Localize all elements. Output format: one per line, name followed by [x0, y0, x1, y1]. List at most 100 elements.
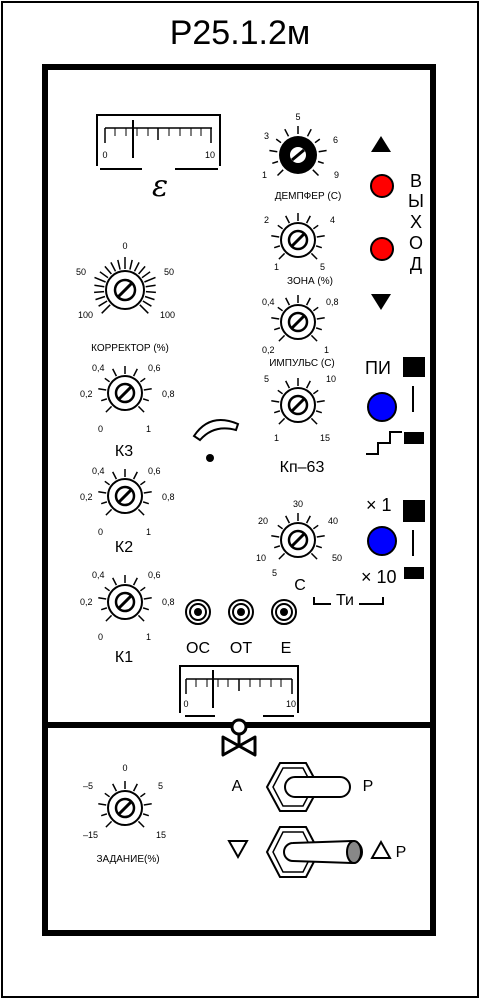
ti-knob-tick-mark — [312, 524, 319, 530]
k3-tick-06: 0,6 — [148, 363, 161, 373]
k1-tick-04: 0,4 — [92, 570, 105, 580]
damper-label: ДЕМПФЕР (С) — [275, 191, 342, 202]
upper-indicator-min: 0 — [102, 150, 107, 160]
k2-knob-tick-mark — [104, 480, 111, 486]
mode-pi-indicator — [403, 357, 425, 377]
manual-mode-label: Р — [363, 778, 374, 795]
k2-knob[interactable] — [98, 469, 152, 516]
k3-knob[interactable] — [98, 366, 152, 413]
step-function-icon — [366, 431, 402, 455]
damper-tick-1: 1 — [262, 170, 267, 180]
auto-manual-toggle[interactable] — [265, 762, 351, 812]
impulse-knob-ticks — [271, 295, 325, 342]
impulse-knob-tick-mark — [271, 317, 280, 320]
zone-knob-tick-mark — [316, 235, 325, 238]
range-x10-indicator — [404, 567, 424, 579]
k1-label: К1 — [115, 649, 133, 666]
socket-ot[interactable] — [228, 599, 254, 625]
kp-knob-tick-mark — [310, 417, 318, 425]
manual-adjust-toggle[interactable] — [265, 826, 363, 878]
impulse-tick-02: 0,2 — [262, 345, 275, 355]
kp-knob-tick-mark — [285, 380, 291, 389]
setpoint-knob-tick-mark — [137, 820, 145, 828]
k1-knob-tick-mark — [142, 607, 150, 611]
setpoint-knob-tick-mark — [100, 813, 108, 817]
corrector-knob-tick-mark — [117, 259, 121, 270]
zone-knob-tick-mark — [315, 245, 323, 249]
damper-knob-tick-mark — [272, 160, 279, 165]
k3-knob-tick-mark — [112, 368, 118, 377]
k1-knob-tick-mark — [137, 614, 145, 622]
ti-tick-40: 40 — [328, 516, 338, 526]
range-button[interactable] — [367, 526, 397, 556]
corrector-knob-tick-mark — [129, 259, 133, 270]
ti-knob[interactable] — [271, 513, 325, 560]
setpoint-knob-ticks — [98, 781, 152, 828]
ti-tick-10: 10 — [256, 553, 266, 563]
k1-knob-tick-mark — [105, 614, 113, 622]
ti-knob-tick-mark — [273, 545, 281, 549]
corrector-knob-tick-mark — [94, 276, 106, 283]
ti-tick-5: 5 — [272, 568, 277, 578]
ti-knob-tick-mark — [310, 552, 318, 560]
k3-tick-02: 0,2 — [80, 389, 93, 399]
k2-knob-tick-mark — [142, 501, 150, 505]
socket-os[interactable] — [185, 599, 211, 625]
mode-step-indicator — [404, 432, 424, 444]
mode-button[interactable] — [367, 392, 397, 422]
output-up-arrow — [371, 136, 391, 152]
k2-knob-tick-mark — [105, 508, 113, 516]
corrector-tick-plus50: 50 — [164, 267, 174, 277]
setpoint-knob[interactable] — [98, 781, 152, 828]
damper-knob-tick-mark — [314, 138, 321, 144]
output-letter-4: О — [409, 233, 423, 253]
impulse-knob-tick-mark — [310, 334, 318, 342]
k1-knob-ticks — [98, 575, 152, 622]
ti-knob-tick-mark — [277, 524, 284, 530]
corrector-knob[interactable] — [94, 257, 156, 314]
damper-knob-tick-mark — [276, 169, 284, 177]
k1-knob-tick-mark — [143, 597, 152, 600]
socket-e[interactable] — [271, 599, 297, 625]
impulse-knob[interactable] — [271, 295, 325, 342]
inner-panel-frame — [42, 64, 436, 936]
zone-knob-ticks — [271, 213, 325, 260]
corrector-knob-tick-mark — [138, 265, 146, 275]
zone-tick-1: 1 — [274, 262, 279, 272]
ti-knob-tick-mark — [278, 552, 286, 560]
ti-knob-ticks — [271, 513, 325, 560]
k3-knob-tick-mark — [132, 368, 138, 377]
impulse-knob-tick-mark — [273, 327, 281, 331]
damper-knob-tick-mark — [312, 169, 320, 177]
corrector-knob-ticks — [94, 257, 156, 314]
kp-knob-tick-mark — [305, 380, 311, 389]
lower-indicator: 0 10 — [179, 665, 299, 717]
corrector-tick-plus100: 100 — [160, 310, 175, 320]
setpoint-label: ЗАДАНИЕ(%) — [96, 854, 159, 865]
ti-unit-label: С — [294, 577, 306, 594]
output-letter-1: В — [410, 171, 422, 191]
k1-knob[interactable] — [98, 575, 152, 622]
kp-knob[interactable] — [271, 378, 325, 425]
k2-knob-tick-mark — [100, 501, 108, 505]
corrector-knob-tick-mark — [98, 300, 108, 307]
k2-knob-ticks — [98, 469, 152, 516]
zone-knob-tick-mark — [310, 252, 318, 260]
corrector-knob-tick-mark — [94, 284, 105, 288]
kp-knob-ticks — [271, 378, 325, 425]
corrector-tick-0: 0 — [122, 241, 127, 251]
k3-knob-tick-mark — [104, 377, 111, 383]
setpoint-tick-minus15: –15 — [83, 830, 98, 840]
kp-label: Кп–63 — [280, 459, 325, 476]
impulse-knob-tick-mark — [316, 317, 325, 320]
lower-indicator-min: 0 — [183, 699, 188, 709]
k2-tick-06: 0,6 — [148, 466, 161, 476]
k2-tick-04: 0,4 — [92, 466, 105, 476]
decrease-triangle-icon — [227, 840, 249, 860]
k2-knob-tick-mark — [132, 471, 138, 480]
zone-knob[interactable] — [271, 213, 325, 260]
socket-e-label: Е — [281, 640, 292, 657]
damper-knob[interactable] — [269, 126, 327, 177]
k3-knob-tick-mark — [105, 405, 113, 413]
